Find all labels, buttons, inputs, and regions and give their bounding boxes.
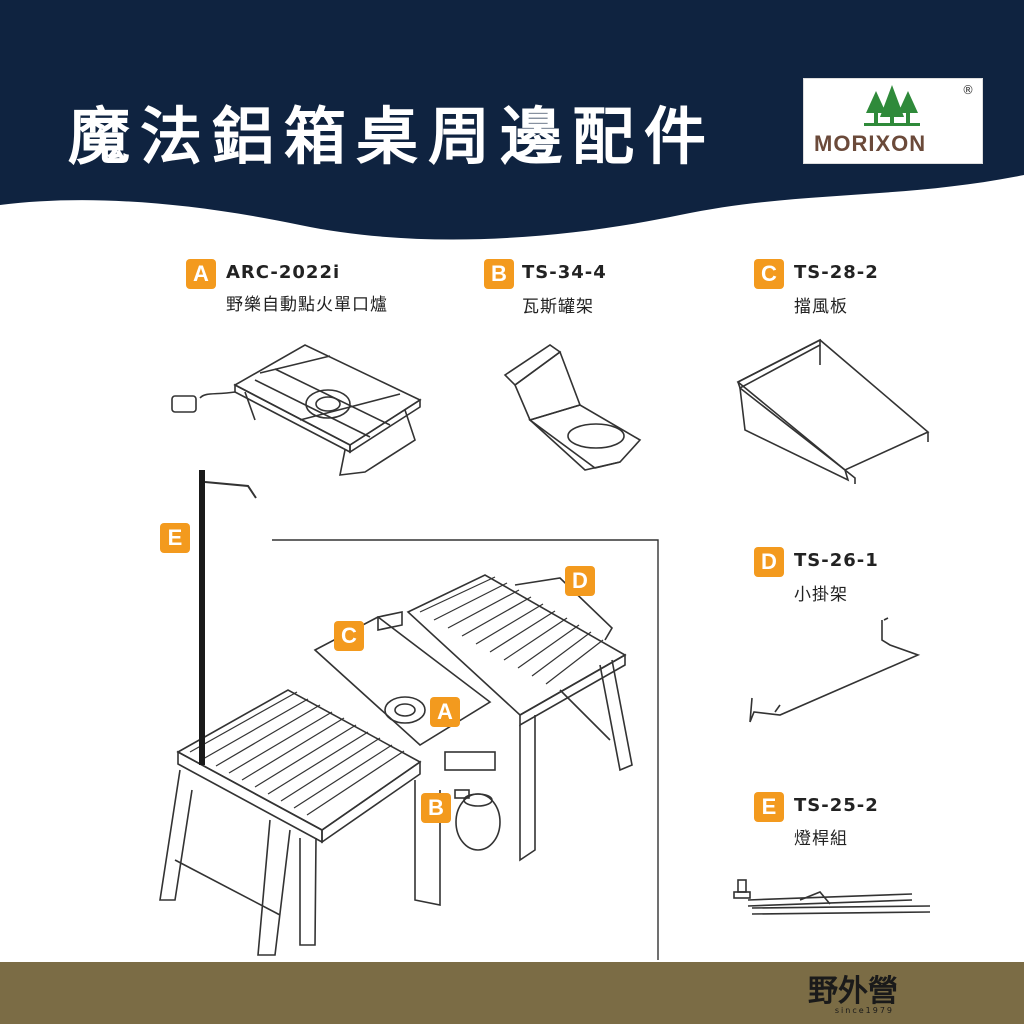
brand-name: MORIXON	[814, 131, 927, 156]
badge-e: E	[754, 792, 784, 822]
badge-b: B	[484, 259, 514, 289]
windshield-illustration	[736, 338, 930, 484]
table-illustration	[159, 470, 659, 960]
tree-logo-icon	[864, 85, 920, 126]
footer-since: since1979	[834, 1006, 894, 1015]
header-banner: 魔法鋁箱桌周邊配件 ® MORIXON	[0, 0, 1024, 260]
lamp-pole-illustration	[733, 879, 931, 915]
callout-a: A	[430, 697, 460, 727]
footer-bar: 野外營 since1979	[0, 962, 1024, 1024]
header-wave-shape	[0, 0, 1024, 240]
page-title: 魔法鋁箱桌周邊配件	[68, 100, 717, 173]
gas-rack-illustration	[503, 344, 642, 471]
badge-d: D	[754, 547, 784, 577]
hanger-illustration	[749, 617, 921, 723]
code-c: TS-28-2	[794, 262, 879, 283]
name-d: 小掛架	[794, 585, 848, 605]
callout-c: C	[334, 621, 364, 651]
code-e: TS-25-2	[794, 795, 879, 816]
name-a: 野樂自動點火單口爐	[226, 295, 388, 315]
badge-c: C	[754, 259, 784, 289]
registered-mark: ®	[962, 83, 974, 97]
callout-d: D	[565, 566, 595, 596]
badge-a: A	[186, 259, 216, 289]
footer-logo: 野外營	[808, 974, 898, 1009]
code-d: TS-26-1	[794, 550, 879, 571]
name-b: 瓦斯罐架	[522, 297, 594, 317]
code-b: TS-34-4	[522, 262, 607, 283]
brand-logo: ® MORIXON	[803, 78, 983, 164]
stove-illustration	[171, 344, 422, 476]
callout-b: B	[421, 793, 451, 823]
name-e: 燈桿組	[794, 829, 848, 849]
code-a: ARC-2022i	[226, 262, 341, 283]
name-c: 擋風板	[794, 297, 848, 317]
callout-e: E	[160, 523, 190, 553]
